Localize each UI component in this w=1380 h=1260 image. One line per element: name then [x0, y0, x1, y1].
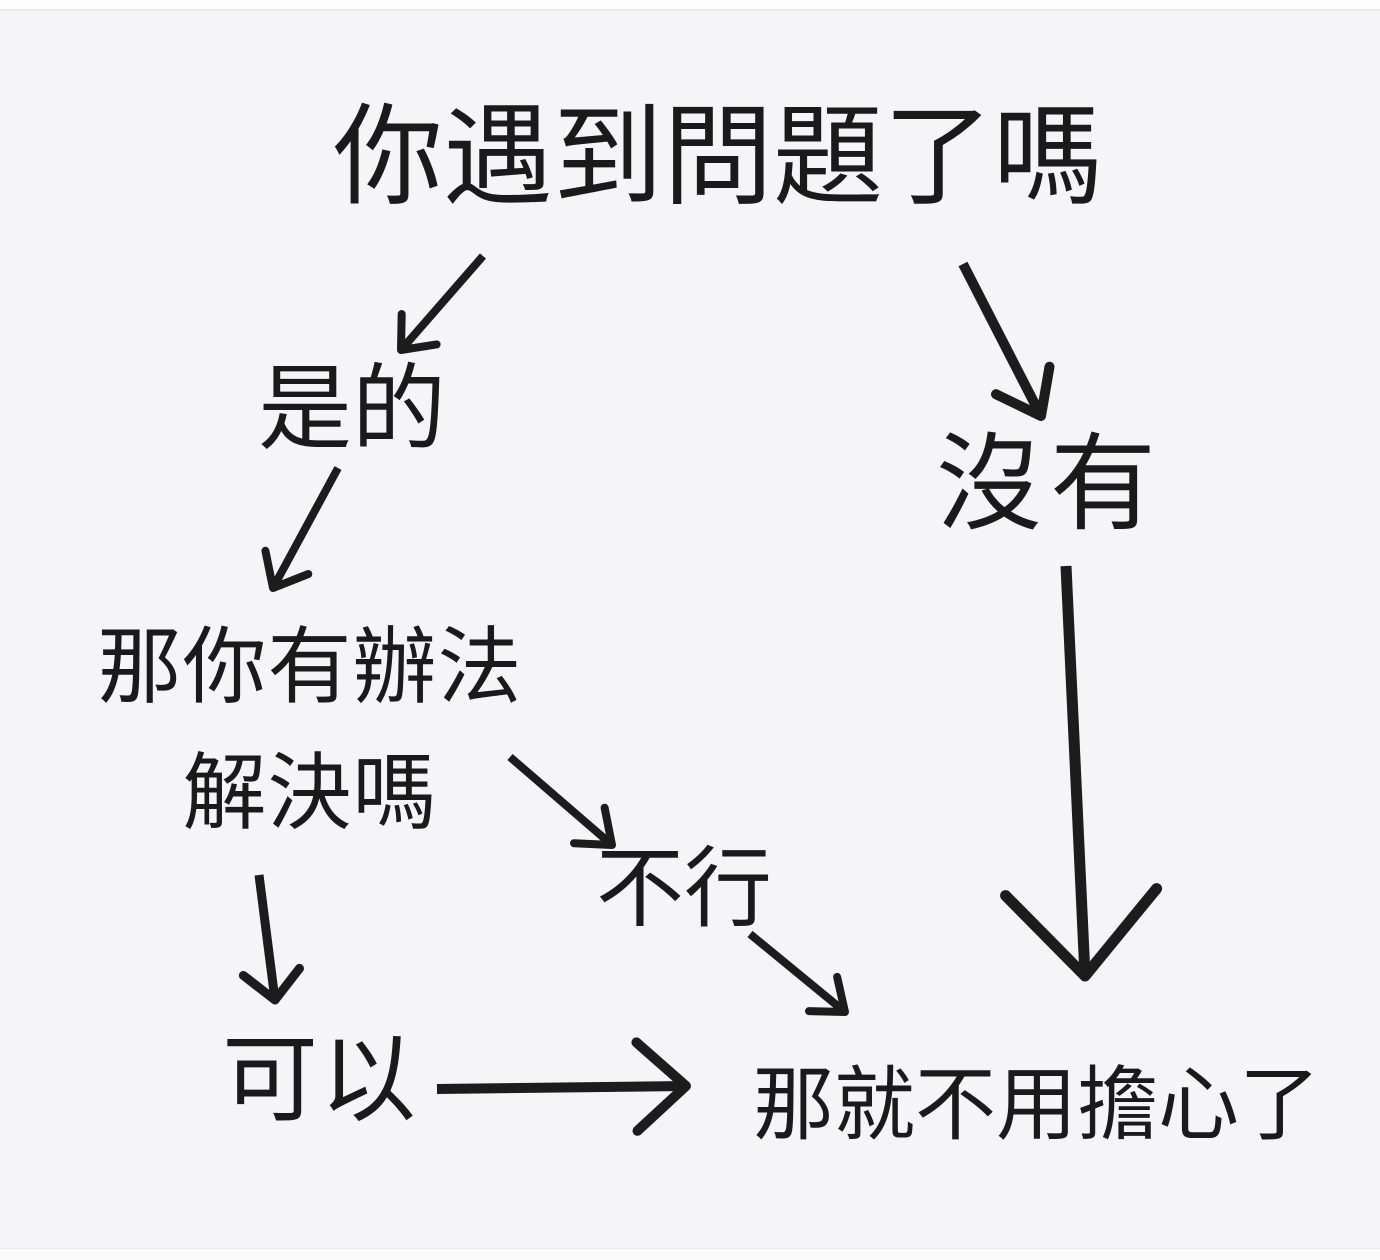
arrow-start-to-yes	[397, 253, 487, 354]
node-start-question: 你遇到問題了嗎	[333, 96, 1103, 219]
node-solve-question-line1: 那你有辦法	[97, 620, 523, 714]
node-cannot: 不行	[596, 839, 773, 938]
node-yes: 是的	[258, 356, 447, 461]
node-conclusion: 那就不用擔心了	[753, 1061, 1321, 1151]
arrow-solve-to-can	[238, 874, 304, 1005]
node-solve-question-line2: 解決嗎	[182, 746, 438, 840]
arrow-solve-to-cannot	[507, 753, 616, 849]
arrow-cannot-to-worry	[747, 930, 849, 1016]
node-no: 沒有	[936, 426, 1164, 544]
node-can: 可以	[222, 1027, 418, 1134]
arrow-yes-to-solve	[261, 466, 342, 592]
arrow-no-to-worry	[1000, 565, 1163, 982]
top-edge-strip	[0, 0, 1380, 11]
node-solve-question: 那你有辦法 解決嗎	[95, 604, 525, 856]
bottom-edge-strip	[0, 1248, 1380, 1260]
arrow-can-to-worry	[436, 1037, 691, 1136]
arrow-start-to-no	[958, 261, 1055, 421]
